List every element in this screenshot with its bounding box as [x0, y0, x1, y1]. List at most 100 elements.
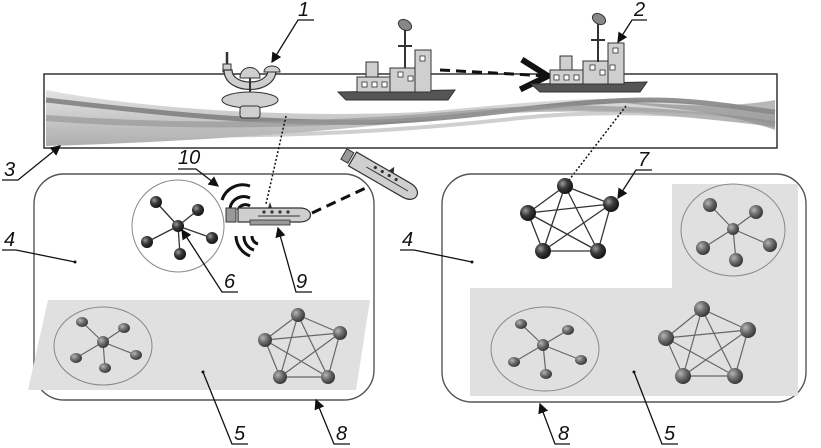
auv-propeller: [225, 207, 237, 223]
ship-tower: [607, 42, 625, 85]
mesh-cluster-bottom-left: [258, 308, 347, 384]
sensor-node: [174, 248, 186, 260]
label-4-left: 4: [4, 229, 15, 251]
sensor-node: [540, 369, 552, 379]
cluster-hub-node: [172, 220, 184, 232]
star-cluster-top-left: [131, 179, 225, 273]
sensor-node: [535, 243, 551, 259]
second-underwater-vehicle: [340, 148, 419, 200]
sensor-node: [749, 205, 763, 219]
sensor-node: [291, 308, 305, 322]
buoy-auv-link: [265, 115, 287, 205]
buoy-ballast: [239, 105, 261, 119]
callout-5-left: 5: [201, 370, 248, 445]
sensor-node: [575, 355, 587, 365]
callout-3: 3: [2, 145, 62, 181]
sensor-node: [150, 196, 162, 208]
auv-fin: [268, 202, 272, 208]
label-8-right: 8: [558, 423, 569, 445]
auv: [225, 202, 312, 226]
buoy: [221, 52, 281, 119]
sensor-node: [141, 236, 153, 248]
label-3: 3: [4, 159, 15, 181]
ship-node-link: [565, 105, 627, 185]
acoustic-signal: [220, 183, 259, 258]
wave-shadow: [600, 100, 775, 130]
sensor-node: [740, 322, 756, 338]
label-9: 9: [296, 271, 307, 293]
star-cluster-bottom-right: [490, 306, 600, 392]
callout-4-left: 4: [2, 229, 77, 264]
sensor-node: [508, 357, 520, 367]
callout-6: 6: [181, 228, 238, 293]
star-cluster-bottom-left: [53, 306, 153, 386]
sensor-node: [729, 253, 743, 267]
sensor-node: [258, 333, 272, 347]
seabed-region-left: [28, 300, 370, 390]
sensor-node: [557, 178, 573, 194]
sensor-node: [696, 241, 710, 255]
cluster-boundary: [680, 183, 786, 277]
mesh-cluster-bottom-right: [658, 301, 756, 384]
mesh-cluster-top-right: [520, 178, 619, 259]
callout-7: 7: [617, 149, 652, 200]
sensor-node: [694, 301, 710, 317]
auv-keel: [249, 219, 291, 226]
cluster-hub-node: [537, 339, 549, 351]
cluster-boundary: [490, 306, 600, 392]
buoy-dome: [239, 67, 261, 79]
sensor-node: [192, 204, 204, 216]
ship-tower: [414, 49, 432, 93]
ship-funnel: [559, 55, 573, 71]
sensor-node: [727, 368, 743, 384]
cluster-hub-node: [727, 223, 739, 235]
auv-hull: [237, 207, 312, 223]
sensor-node: [515, 319, 527, 329]
label-10: 10: [178, 147, 200, 169]
label-8-left: 8: [336, 423, 347, 445]
ship-left: [336, 18, 456, 101]
seabed-region-right: [470, 184, 798, 396]
sensor-node: [118, 323, 130, 333]
sensor-node: [206, 232, 218, 244]
callout-10: 10: [178, 147, 220, 187]
sensor-node: [76, 317, 88, 327]
sensor-node: [70, 353, 82, 363]
sensor-node: [562, 325, 574, 335]
callout-8-right: 8: [538, 402, 570, 445]
label-1: 1: [298, 0, 309, 21]
sensor-node: [333, 326, 347, 340]
cluster-boundary: [53, 306, 153, 386]
callout-2: 2: [617, 0, 647, 44]
ship-right: [529, 12, 648, 93]
buoy-sensor: [263, 65, 281, 73]
ship-windows: [361, 55, 426, 88]
callout-8-left: 8: [314, 398, 350, 445]
star-cluster-right-top: [680, 183, 786, 277]
sensor-node: [99, 363, 111, 373]
callout-4-right: 4: [400, 229, 474, 264]
wave-crest: [45, 105, 776, 128]
sensor-node: [321, 370, 335, 384]
label-4-right: 4: [402, 229, 413, 251]
label-2: 2: [633, 0, 645, 21]
sensor-node: [273, 370, 287, 384]
vehicle-propeller: [340, 148, 355, 164]
sensor-node: [675, 368, 691, 384]
sensor-node: [658, 330, 674, 346]
cluster-boundary: [131, 179, 225, 273]
cluster-hub-node: [97, 336, 109, 348]
callout-9: 9: [275, 226, 312, 293]
sensor-node: [763, 238, 777, 252]
vehicle-hull: [347, 151, 419, 200]
callout-1: 1: [271, 0, 314, 64]
ship-windows: [553, 47, 619, 81]
sensor-node: [130, 350, 142, 360]
sensor-node: [703, 198, 717, 212]
underwater-zone-left: [33, 173, 375, 401]
satellite-dish-icon: [591, 12, 607, 26]
ship-funnel: [365, 61, 379, 78]
label-5-left: 5: [234, 423, 246, 445]
callout-5-right: 5: [632, 370, 678, 445]
